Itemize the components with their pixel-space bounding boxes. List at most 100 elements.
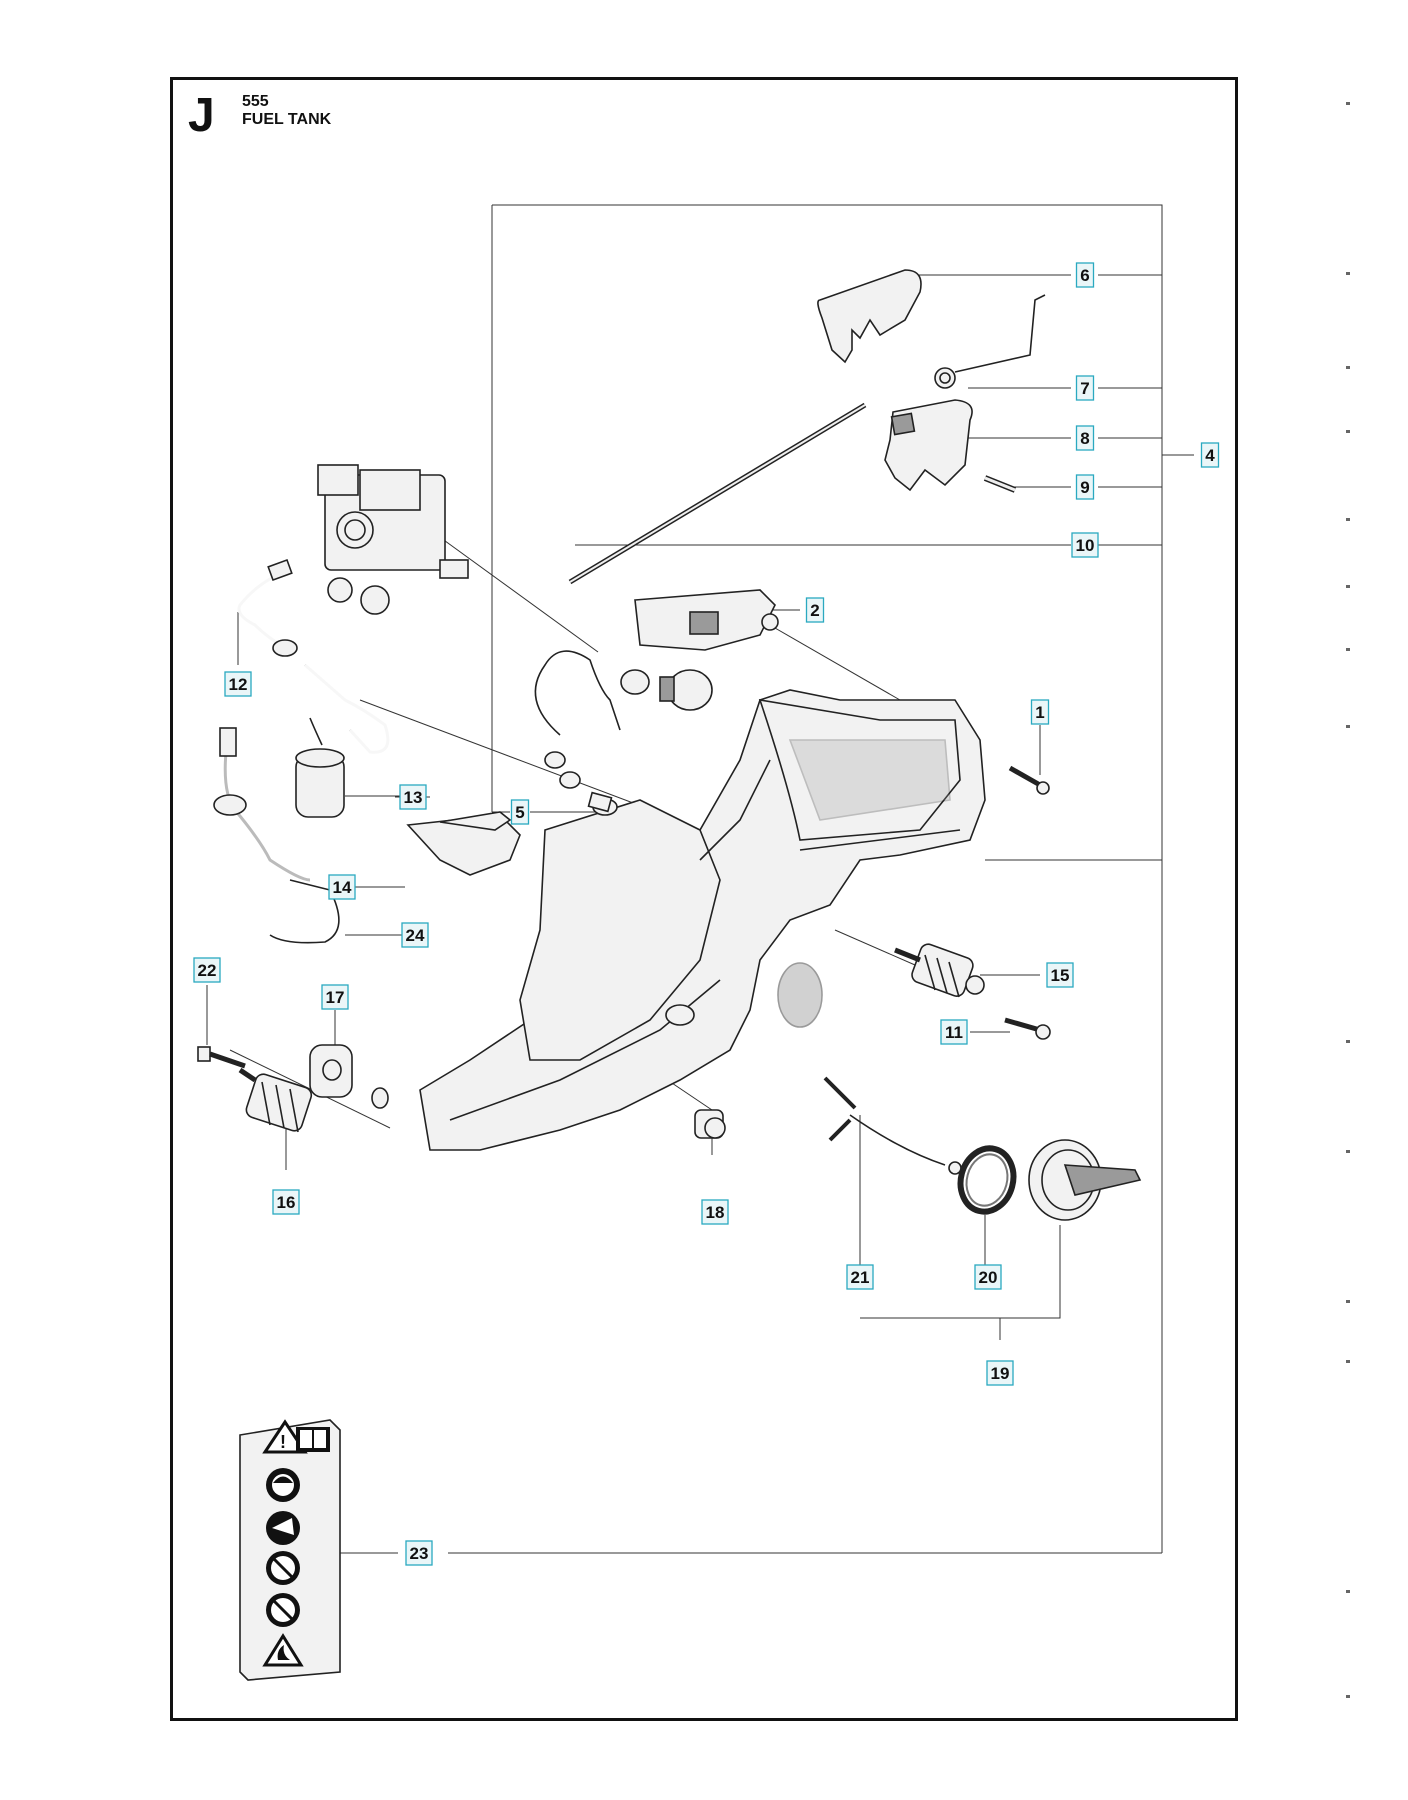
carburetor (317, 464, 469, 615)
scan-edge-mark (1346, 648, 1350, 651)
scan-edge-mark (1346, 1695, 1350, 1698)
bushing-part-5 (587, 791, 618, 816)
impulse-hose (304, 663, 390, 754)
throttle-trigger-part-8 (884, 399, 973, 492)
scan-edge-mark (1346, 1300, 1350, 1303)
callout-box (321, 984, 349, 1010)
callout-box (328, 874, 356, 900)
no-smoking-icon (266, 1593, 300, 1627)
callout-number: 1 (1035, 703, 1044, 722)
callout-box (1075, 262, 1095, 288)
callout-11: 11 (940, 1019, 968, 1045)
callout-2: 2 (805, 597, 825, 623)
callout-number: 7 (1080, 379, 1089, 398)
callout-number: 9 (1080, 478, 1089, 497)
warning-triangle-icon: ! (262, 1419, 308, 1454)
callout-15: 15 (1046, 962, 1074, 988)
scan-edge-mark (1346, 1040, 1350, 1043)
screw-part-1 (1008, 765, 1050, 795)
callout-box (940, 1019, 968, 1045)
scan-edge-mark (1346, 1360, 1350, 1363)
callout-9: 9 (1075, 474, 1095, 500)
callout-number: 24 (406, 926, 425, 945)
scan-edge-mark (1346, 1590, 1350, 1593)
leader-lines (206, 274, 1071, 1554)
callout-box (510, 799, 530, 825)
callout-box (846, 1264, 874, 1290)
callout-number: 18 (706, 1203, 725, 1222)
callout-number: 6 (1080, 266, 1089, 285)
callout-box (805, 597, 825, 623)
fuel-filter-part-13 (295, 717, 345, 818)
callout-23: 23 (405, 1540, 433, 1566)
scan-edge-mark (1346, 366, 1350, 369)
screw-part-11 (1004, 1017, 1051, 1040)
callout-box (405, 1540, 433, 1566)
model-number: 555 (242, 93, 269, 110)
callout-24: 24 (401, 922, 429, 948)
callout-box (1046, 962, 1074, 988)
callout-21: 21 (846, 1264, 874, 1290)
o-ring-part-20 (957, 1145, 1017, 1215)
scan-edge-mark (1346, 1150, 1350, 1153)
callout-6: 6 (1075, 262, 1095, 288)
spring-part-7 (934, 294, 1046, 389)
callout-box (701, 1199, 729, 1225)
scan-edge-mark (1346, 725, 1350, 728)
throttle-rod-part-10 (568, 402, 867, 585)
callout-number: 20 (979, 1268, 998, 1287)
helmet-icon (266, 1468, 300, 1502)
callout-number: 14 (333, 878, 352, 897)
callout-box (224, 671, 252, 697)
callout-number: 15 (1051, 966, 1070, 985)
callout-22: 22 (193, 957, 221, 983)
callout-number: 16 (277, 1193, 296, 1212)
callout-16: 16 (272, 1189, 300, 1215)
screw-part-22 (197, 1046, 246, 1069)
fuel-tank-housing (419, 689, 986, 1151)
callout-number: 2 (810, 601, 819, 620)
pin-part-9 (983, 475, 1017, 493)
callout-19: 19 (986, 1360, 1014, 1386)
callout-number: 4 (1205, 446, 1215, 465)
callout-box (399, 784, 427, 810)
primer-bulb (534, 650, 713, 789)
callout-number: 19 (991, 1364, 1010, 1383)
callout-10: 10 (1071, 532, 1099, 558)
section-letter: J (188, 89, 215, 142)
manual-book-icon (296, 1427, 330, 1452)
callout-box (193, 957, 221, 983)
diagram-frame (170, 77, 1238, 1721)
grommet-part-18 (694, 1109, 726, 1139)
callout-number: 8 (1080, 429, 1089, 448)
callout-box (1075, 474, 1095, 500)
svg-text:!: ! (280, 1432, 286, 1452)
callout-4: 4 (1200, 442, 1220, 468)
callout-number: 10 (1076, 536, 1095, 555)
one-hand-prohibited-icon (266, 1551, 300, 1585)
callout-box (1075, 375, 1095, 401)
callout-number: 5 (515, 803, 524, 822)
rubber-buffer-part-17 (309, 1044, 389, 1109)
callout-number: 23 (410, 1544, 429, 1563)
callout-1: 1 (1030, 699, 1050, 725)
throttle-lockout-part-6 (817, 269, 922, 364)
callout-number: 17 (326, 988, 345, 1007)
callout-17: 17 (321, 984, 349, 1010)
callout-5: 5 (510, 799, 530, 825)
callout-7: 7 (1075, 375, 1095, 401)
callout-number: 12 (229, 675, 248, 694)
callout-number: 22 (198, 961, 217, 980)
scan-edge-mark (1346, 272, 1350, 275)
av-spring-part-15 (894, 943, 985, 998)
callout-number: 11 (945, 1023, 963, 1042)
warning-decal-part-23: ! (239, 1419, 341, 1681)
callout-box (986, 1360, 1014, 1386)
section-title: FUEL TANK (242, 111, 332, 128)
fuel-hose-part-12 (237, 558, 298, 657)
scan-edge-mark (1346, 102, 1350, 105)
callout-box (974, 1264, 1002, 1290)
callout-14: 14 (328, 874, 356, 900)
fuel-cap-part-19 (1028, 1139, 1142, 1221)
